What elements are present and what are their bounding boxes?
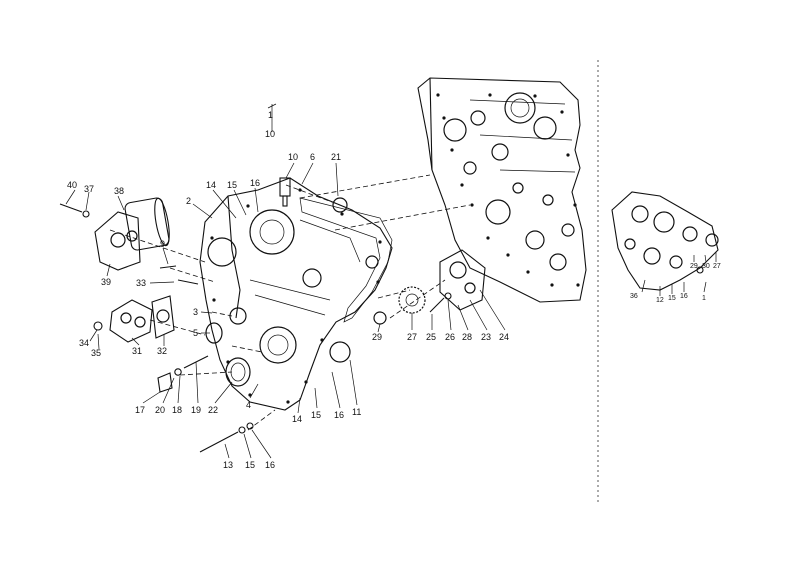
inset-diagram: 36 12 15 16 1 29 30 27 [611, 191, 721, 304]
inset-callout: 15 [668, 295, 676, 302]
assembly-lines [109, 174, 471, 431]
gasket-outline [299, 197, 393, 323]
inset-callout: 30 [702, 263, 710, 270]
callout-label: 28 [462, 332, 472, 342]
callout-label: 24 [499, 332, 509, 342]
inset-callout: 16 [680, 293, 688, 300]
oil-filter-assembly [59, 197, 170, 271]
sub-callout-top: 1 [268, 110, 273, 120]
callout-label: 16 [265, 460, 275, 470]
callout-label: 14 [206, 180, 216, 190]
callout-label: 5 [193, 328, 198, 338]
callout-label: 16 [250, 178, 260, 188]
callout-label: 13 [223, 460, 233, 470]
callout-label: 9 [160, 239, 165, 249]
callout-label: 14 [292, 414, 302, 424]
inset-callout: 36 [630, 293, 638, 300]
callout-label: 2 [186, 196, 191, 206]
callout-label: 33 [136, 278, 146, 288]
callout-label: 4 [246, 400, 251, 410]
callouts-main: 40 37 38 39 2 14 15 16 10 6 21 9 33 3 5 … [67, 152, 509, 470]
leader-lines [65, 162, 506, 459]
callout-label: 20 [155, 405, 165, 415]
callout-label: 16 [334, 410, 344, 420]
callout-label: 29 [372, 332, 382, 342]
callout-label: 31 [132, 346, 142, 356]
callout-label: 27 [407, 332, 417, 342]
callout-label: 18 [172, 405, 182, 415]
callout-label: 11 [352, 407, 361, 417]
callout-label: 32 [157, 346, 167, 356]
inset-callout: 27 [713, 263, 721, 270]
callout-label: 23 [481, 332, 491, 342]
callout-label: 25 [426, 332, 436, 342]
inset-callout: 1 [702, 295, 706, 302]
callout-label: 15 [245, 460, 255, 470]
callout-label: 26 [445, 332, 455, 342]
gear-case [199, 177, 393, 411]
callout-label: 6 [310, 152, 315, 162]
callout-label: 17 [135, 405, 145, 415]
sub-callout: 1 10 [265, 103, 277, 139]
flange-assembly [93, 295, 175, 343]
callout-label: 10 [288, 152, 298, 162]
sub-callout-bottom: 10 [265, 129, 275, 139]
callout-label: 39 [101, 277, 111, 287]
callout-label: 38 [114, 186, 124, 196]
callout-label: 37 [84, 184, 94, 194]
callout-label: 34 [79, 338, 89, 348]
callout-label: 15 [227, 180, 237, 190]
callout-label: 22 [208, 405, 218, 415]
callout-label: 35 [91, 348, 101, 358]
callout-label: 40 [67, 180, 77, 190]
callout-label: 3 [193, 307, 198, 317]
inset-callout: 12 [656, 297, 664, 304]
gear-and-pump [373, 249, 486, 325]
callout-label: 21 [331, 152, 341, 162]
callout-label: 19 [191, 405, 201, 415]
inset-callout: 29 [690, 263, 698, 270]
engine-block [417, 77, 587, 303]
callout-label: 15 [311, 410, 321, 420]
